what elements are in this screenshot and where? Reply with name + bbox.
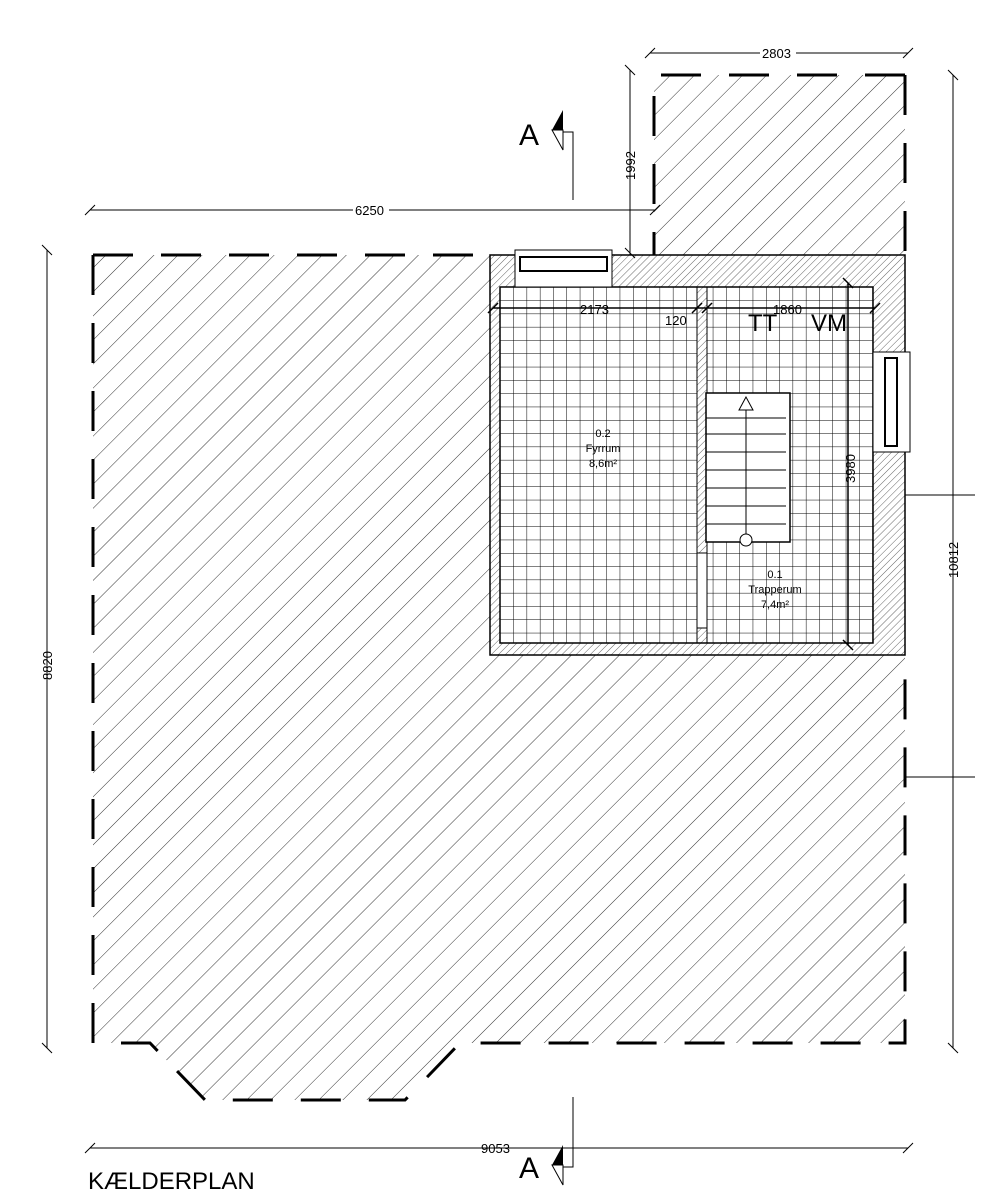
dim-wall-thickness: 120 [665, 313, 687, 328]
plan-title: KÆLDERPLAN [88, 1168, 255, 1195]
dimension-lines [41, 47, 975, 1154]
stair-up-arrow-icon [738, 395, 754, 411]
room-name: Trapperum [748, 584, 801, 596]
stair-start-circle-icon [739, 533, 753, 547]
room-label-trapperum: 0.1 Trapperum 7,4m² [748, 569, 801, 611]
dim-right-height: 10812 [946, 542, 961, 578]
room-label-fyrrum: 0.2 Fyrrum 8,6m² [586, 428, 621, 470]
section-label-bottom: A [519, 1152, 539, 1185]
tt-symbol: TT [748, 310, 778, 337]
room-number: 0.1 [767, 569, 782, 581]
staircase [705, 392, 791, 547]
section-marker-top: A [519, 110, 574, 200]
section-label-top: A [519, 119, 539, 152]
room-area: 7,4m² [761, 599, 789, 611]
vm-symbol: VM [811, 310, 847, 337]
window-right [872, 351, 911, 453]
dim-left-height: 8820 [40, 651, 55, 680]
dim-room-height: 3980 [843, 454, 858, 483]
window-top [514, 249, 613, 288]
dim-top-annex-depth: 1992 [623, 151, 638, 180]
dim-top-annex-width: 2803 [762, 46, 791, 61]
room-number: 0.2 [595, 428, 610, 440]
section-marker-bottom: A [519, 1097, 574, 1186]
dim-room-left-width: 2173 [580, 302, 609, 317]
dim-bottom-width: 9053 [481, 1141, 510, 1156]
dim-upper-width: 6250 [355, 203, 384, 218]
room-name: Fyrrum [586, 443, 621, 455]
room-area: 8,6m² [589, 458, 617, 470]
unexcavated-area [91, 73, 907, 1102]
dim-room-right-width: 1860 [773, 302, 802, 317]
